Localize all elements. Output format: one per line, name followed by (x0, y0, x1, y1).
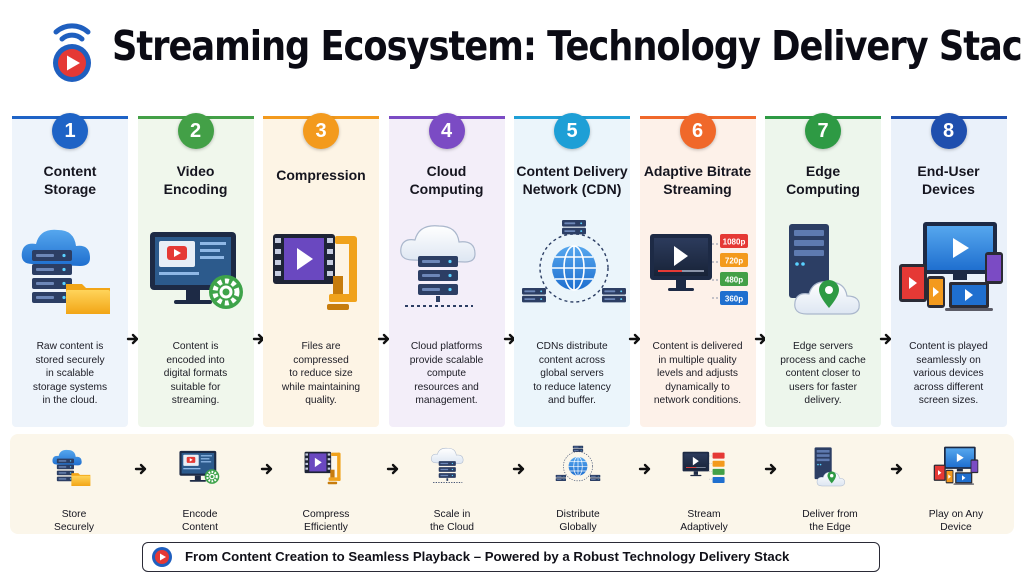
play-button-icon (152, 547, 172, 567)
quality-level-badge (712, 477, 725, 483)
stage-number-badge: 3 (303, 113, 339, 149)
flow-strip: Store Securely Encode Content Compress Eff… (10, 434, 1014, 534)
quality-level-badge (712, 452, 725, 459)
stage-title: Content Storage (43, 163, 97, 197)
quality-level-label: 720p (724, 257, 742, 266)
footer-banner: From Content Creation to Seamless Playba… (142, 542, 880, 572)
flow-step-label: Compress Efficiently (302, 509, 350, 533)
quality-level-badge (712, 460, 725, 467)
stage-description: Content is delivered in multiple quality… (652, 341, 743, 406)
arrow-right-icon (260, 463, 273, 475)
cloud-folder-icon (50, 444, 98, 492)
flow-step-7: Deliver from the Edge (782, 442, 878, 533)
arrow-right-icon (512, 463, 525, 475)
stage-number-badge: 6 (679, 113, 716, 149)
stage-number-badge: 2 (177, 113, 214, 149)
header: Streaming Ecosystem: Technology Delivery… (0, 0, 1024, 100)
quality-level-label: 360p (724, 295, 742, 304)
stage-title: Cloud Computing (409, 163, 484, 197)
stage-title: Content Delivery Network (CDN) (516, 163, 628, 197)
footer-text: From Content Creation to Seamless Playba… (185, 549, 790, 564)
stage-title: End-User Devices (917, 163, 980, 197)
flow-step-label: Distribute Globally (556, 509, 600, 533)
stage-title: Video Encoding (163, 163, 228, 197)
monitor-quality-levels-icon (682, 451, 725, 483)
quality-level-label: 480p (724, 276, 742, 285)
quality-level-badge (712, 468, 725, 475)
quality-level-label: 1080p (722, 238, 745, 247)
stage-title: Compression (276, 167, 366, 183)
page-title: Streaming Ecosystem: Technology Delivery… (112, 22, 1024, 70)
flow-step-5: Distribute Globally (530, 442, 626, 533)
multi-device-icon (933, 446, 979, 485)
stage-number-badge: 8 (930, 113, 967, 149)
flow-step-3: Compress Efficiently (278, 442, 374, 533)
flow-step-label: Stream Adaptively (680, 509, 728, 533)
flow-step-label: Store Securely (53, 509, 95, 533)
flow-step-6: Stream Adaptively (656, 442, 752, 533)
flow-step-label: Encode Content (181, 509, 219, 533)
stage-number-badge: 7 (805, 113, 841, 149)
cloud-server-icon (428, 444, 476, 492)
flow-step-label: Deliver from the Edge (802, 509, 858, 533)
stage-description: Cloud platforms provide scalable compute… (409, 341, 484, 406)
stage-number-badge: 5 (554, 113, 590, 149)
flow-step-label: Play on Any Device (928, 509, 984, 533)
monitor-gear-icon (142, 212, 250, 324)
arrow-right-icon (134, 463, 147, 475)
arrow-right-icon (638, 463, 651, 475)
monitor-gear-icon (178, 449, 221, 485)
film-clamp-icon (273, 234, 357, 310)
stage-title: Edge Computing (786, 163, 860, 197)
flow-step-4: Scale in the Cloud (404, 442, 500, 533)
cloud-server-folder-icon (16, 212, 124, 324)
streaming-logo-icon (53, 23, 91, 82)
stage-description: Content is encoded into digital formats … (163, 341, 228, 406)
server-pin-icon (814, 447, 845, 487)
quality-level-badge (719, 234, 748, 248)
flow-step-8: Play on Any Device (908, 442, 1004, 533)
multi-device-icon (898, 222, 1003, 311)
stage-title: Adaptive Bitrate Streaming (643, 163, 752, 197)
arrow-right-icon (386, 463, 399, 475)
globe-network-icon (518, 212, 626, 324)
stage-description: Files are compressed to reduce size whil… (281, 341, 361, 406)
quality-level-badge (719, 291, 748, 305)
arrow-right-icon (890, 463, 903, 475)
cloud-server-icon (393, 212, 501, 324)
stage-description: Content is played seamlessly on various … (909, 341, 988, 406)
quality-level-badge (719, 253, 748, 267)
stage-description: Edge servers process and cache content c… (780, 341, 866, 406)
stage-number-badge: 1 (52, 113, 88, 149)
arrow-right-icon (764, 463, 777, 475)
flow-step-label: Scale in the Cloud (429, 509, 475, 533)
globe-icon (554, 444, 602, 492)
stage-number-badge: 4 (428, 113, 465, 149)
stage-description: CDNs distribute content across global se… (533, 341, 611, 406)
stage-description: Raw content is stored securely in scalab… (32, 341, 108, 406)
monitor-quality-levels-icon: 1080p 720p 480p 360p (649, 233, 748, 305)
film-clamp-icon (304, 451, 341, 485)
flow-step-2: Encode Content (152, 442, 248, 533)
quality-level-badge (719, 272, 748, 286)
flow-step-1: Store Securely (26, 442, 122, 533)
server-cloud-pin-icon (788, 223, 860, 315)
